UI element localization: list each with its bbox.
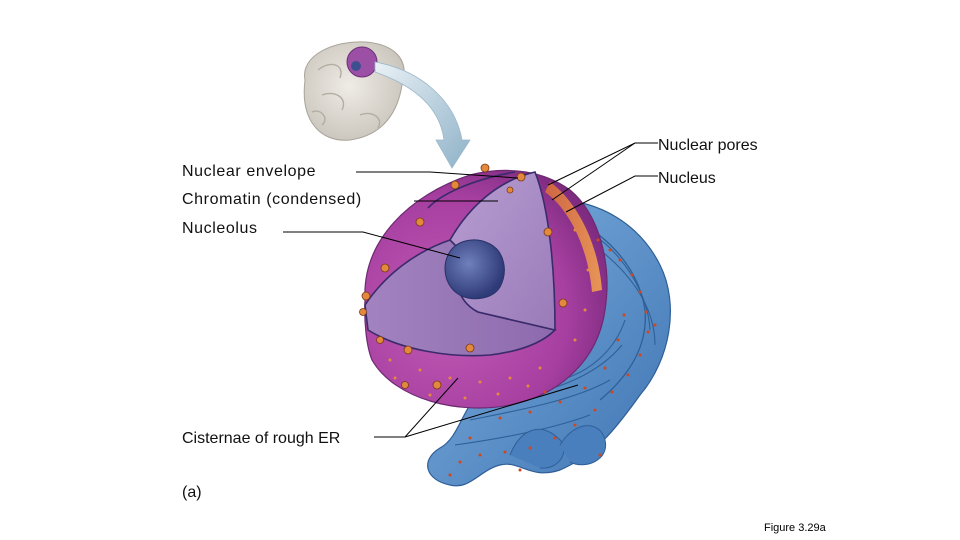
label-chromatin: Chromatin (condensed) xyxy=(182,191,362,208)
label-cisternae: Cisternae of rough ER xyxy=(182,430,341,447)
surface-dots xyxy=(388,228,590,400)
leader-nucleolus xyxy=(283,231,461,259)
nuclear-pores xyxy=(359,163,568,390)
leader-nucleus xyxy=(565,175,658,213)
zoom-arrow xyxy=(374,61,471,169)
leader-cisternae-2 xyxy=(404,384,579,438)
rough-er xyxy=(427,199,671,487)
chromatin-cutaway xyxy=(364,171,557,357)
leader-nuclear-pores xyxy=(547,142,658,186)
label-nuclear-envelope: Nuclear envelope xyxy=(182,163,317,180)
nucleolus xyxy=(444,239,505,300)
label-nucleolus: Nucleolus xyxy=(182,220,258,237)
label-nuclear-pores: Nuclear pores xyxy=(658,137,758,154)
ribosomes xyxy=(448,238,657,477)
label-nucleus: Nucleus xyxy=(658,170,716,187)
cell-thumbnail xyxy=(303,41,405,141)
leader-nuclear-pores-2 xyxy=(551,142,636,201)
leader-nuclear-envelope xyxy=(356,171,519,179)
figure-caption: Figure 3.29a xyxy=(764,522,826,534)
panel-label: (a) xyxy=(182,484,202,501)
leader-lines xyxy=(283,142,658,438)
